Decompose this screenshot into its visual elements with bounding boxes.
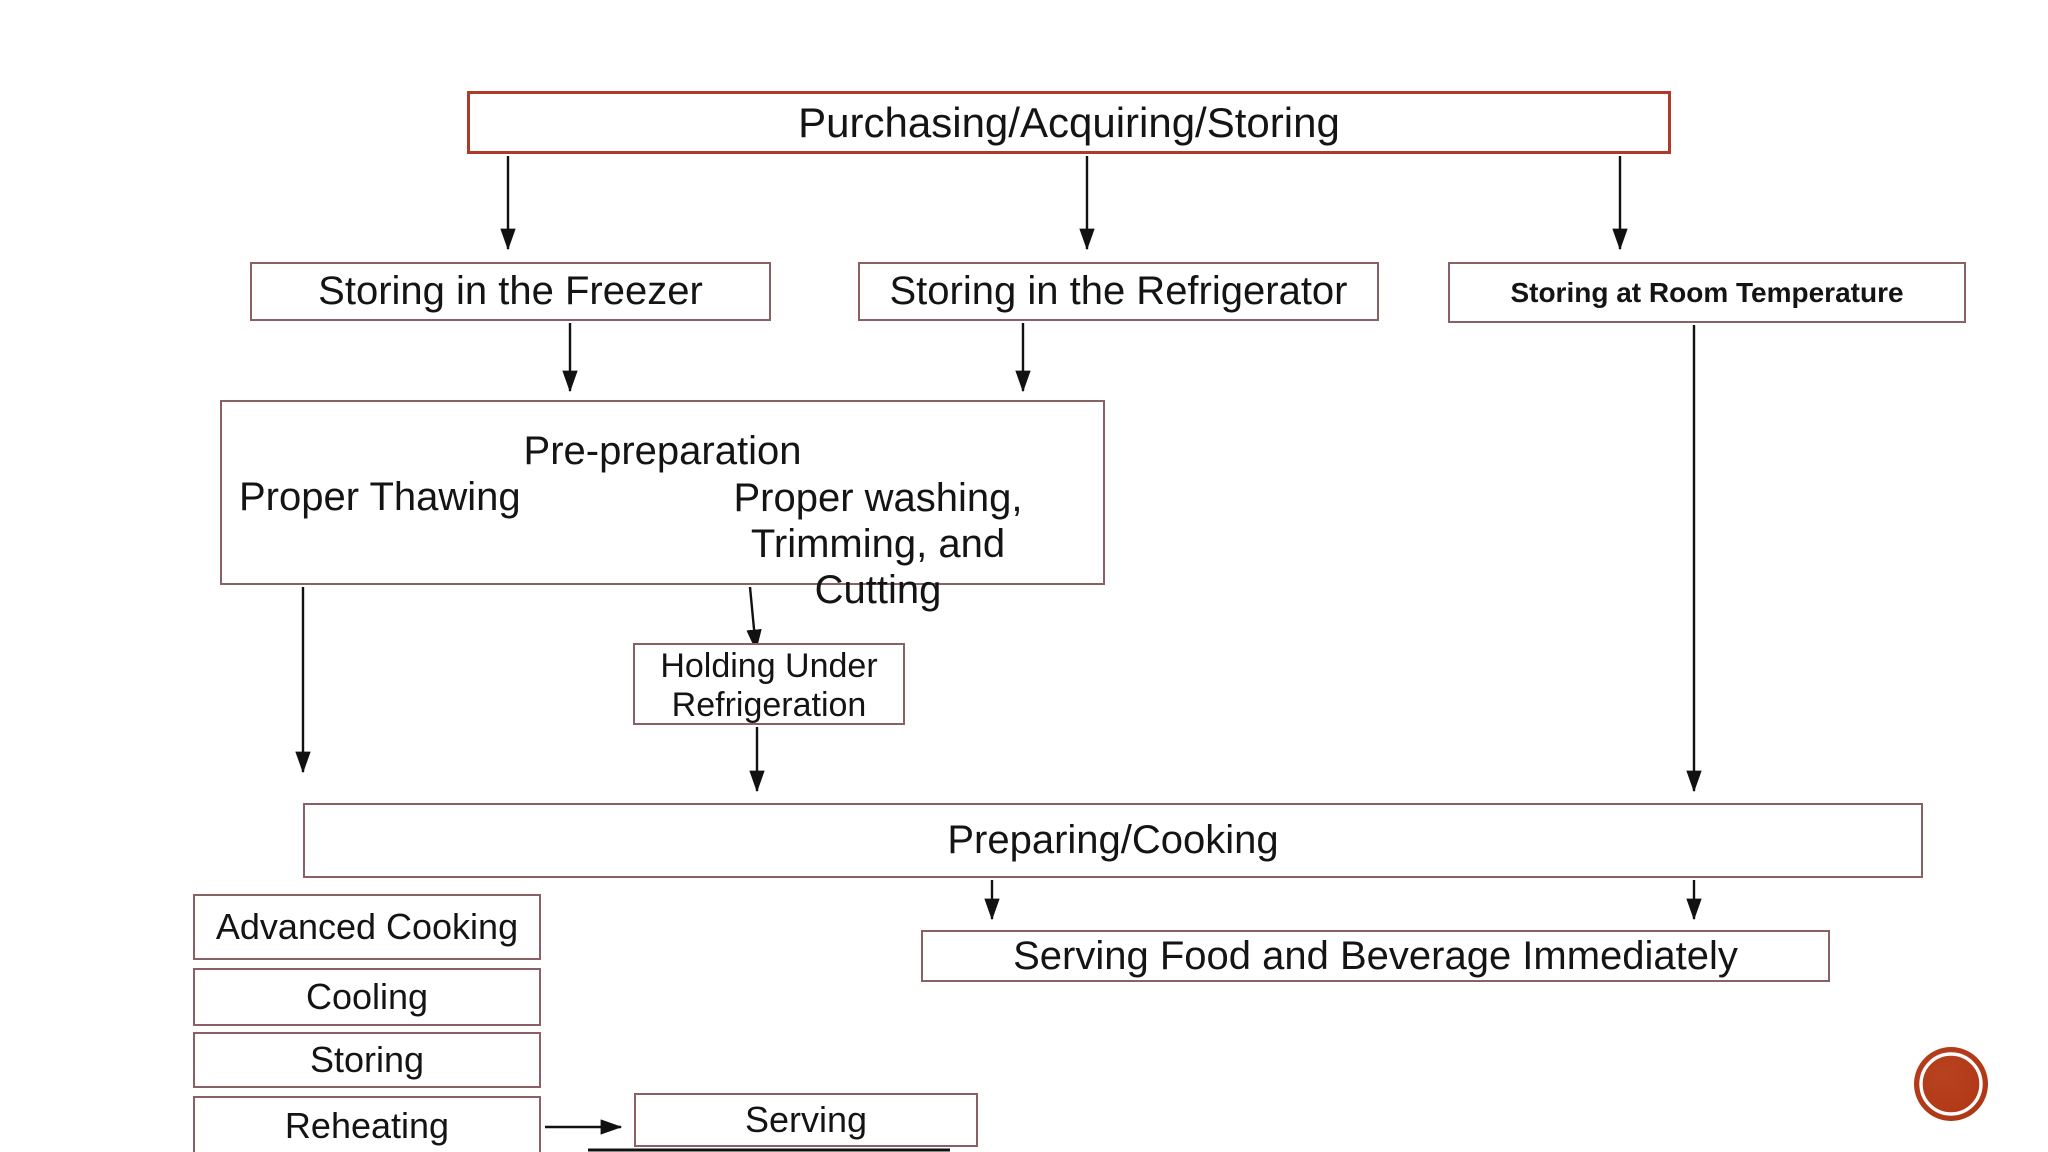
node-purchasing: Purchasing/Acquiring/Storing: [467, 91, 1671, 154]
node-storing: Storing: [193, 1032, 541, 1088]
node-storing-refrigerator-label: Storing in the Refrigerator: [889, 269, 1348, 314]
node-advanced-cooking-label: Advanced Cooking: [215, 905, 519, 947]
node-serving-label: Serving: [744, 1098, 868, 1140]
holding-line2: Refrigeration: [671, 686, 867, 724]
node-cooling: Cooling: [193, 968, 541, 1026]
node-storing-room-temp: Storing at Room Temperature: [1448, 262, 1966, 323]
node-storing-freezer: Storing in the Freezer: [250, 262, 771, 321]
proper-washing-line1: Proper washing,: [733, 476, 1023, 520]
node-serving-food-immediately: Serving Food and Beverage Immediately: [921, 930, 1830, 982]
red-circle-badge: [1914, 1047, 1988, 1121]
node-cooling-label: Cooling: [305, 975, 429, 1017]
node-purchasing-label: Purchasing/Acquiring/Storing: [798, 98, 1340, 146]
node-storing-label: Storing: [309, 1038, 425, 1080]
node-preparing-cooking: Preparing/Cooking: [303, 803, 1923, 878]
proper-washing-line2: Trimming, and Cutting: [750, 522, 1006, 612]
node-storing-freezer-label: Storing in the Freezer: [318, 269, 703, 314]
node-pre-preparation: Pre-preparation Proper Thawing Proper wa…: [220, 400, 1105, 612]
node-reheating: Reheating: [193, 1096, 541, 1152]
node-preparing-cooking-label: Preparing/Cooking: [947, 818, 1279, 863]
node-storing-refrigerator: Storing in the Refrigerator: [858, 262, 1379, 321]
badge-ring: [1919, 1052, 1983, 1116]
node-advanced-cooking: Advanced Cooking: [193, 894, 541, 960]
node-holding-under-refrigeration: Holding Under Refrigeration: [633, 643, 905, 725]
badge-fill-circle: [1914, 1047, 1988, 1121]
node-storing-room-temp-label: Storing at Room Temperature: [1510, 276, 1904, 308]
node-reheating-label: Reheating: [284, 1104, 450, 1146]
holding-line1: Holding Under: [660, 647, 878, 685]
node-serving-food-immediately-label: Serving Food and Beverage Immediately: [1013, 933, 1738, 978]
proper-washing-label: Proper washing, Trimming, and Cutting: [683, 475, 1073, 613]
pre-preparation-title: Pre-preparation: [523, 429, 802, 473]
proper-thawing-label: Proper Thawing: [239, 475, 521, 519]
arrow-preprep-to-holding: [746, 586, 762, 652]
node-serving: Serving: [634, 1093, 978, 1147]
